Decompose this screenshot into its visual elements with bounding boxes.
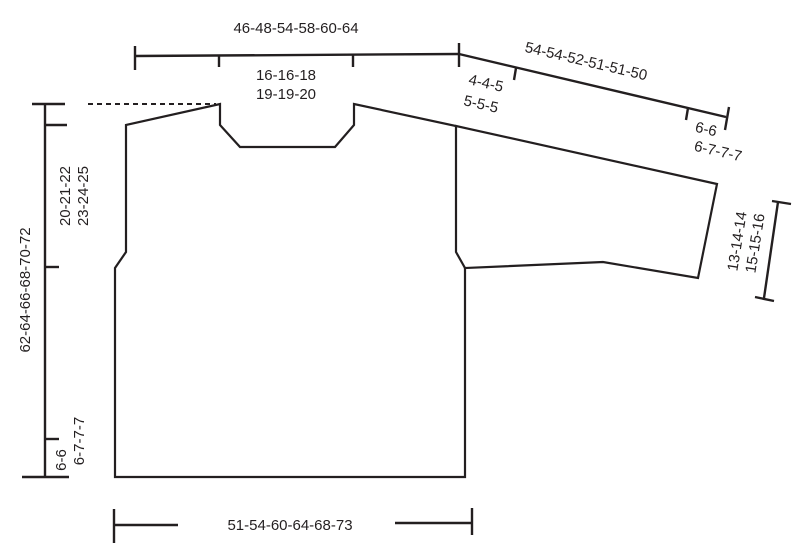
sleeve-top-label-1: 4-4-5 xyxy=(467,71,505,95)
rib-height-label-1: 6-6 xyxy=(53,449,70,471)
sleeve-length-dimension xyxy=(458,52,731,131)
body-width-label: 51-54-60-64-68-73 xyxy=(227,517,352,534)
neck-width-label-1: 16-16-18 xyxy=(256,67,316,84)
sleeve-cuff-label-1: 6-6 xyxy=(694,119,719,140)
total-length-label: 62-64-66-68-70-72 xyxy=(17,227,34,352)
sleeve-top-label-2: 5-5-5 xyxy=(462,92,500,116)
rib-height-label-2: 6-7-7-7 xyxy=(71,417,88,465)
armhole-depth-label-2: 23-24-25 xyxy=(75,166,92,226)
shoulder-width-dimension xyxy=(133,43,461,70)
shoulder-width-label: 46-48-54-58-60-64 xyxy=(233,20,358,37)
body-width-dimension xyxy=(112,508,474,543)
armhole-depth-label-1: 20-21-22 xyxy=(57,166,74,226)
neck-width-label-2: 19-19-20 xyxy=(256,86,316,103)
body-outline xyxy=(113,102,467,479)
sleeve-cuff-label-2: 6-7-7-7 xyxy=(693,138,744,165)
sleeve-width-dimension xyxy=(754,199,792,303)
sleeve-length-label: 54-54-52-51-51-50 xyxy=(523,39,649,84)
total-length-dimension xyxy=(22,102,69,479)
sleeve-outline xyxy=(454,124,719,280)
